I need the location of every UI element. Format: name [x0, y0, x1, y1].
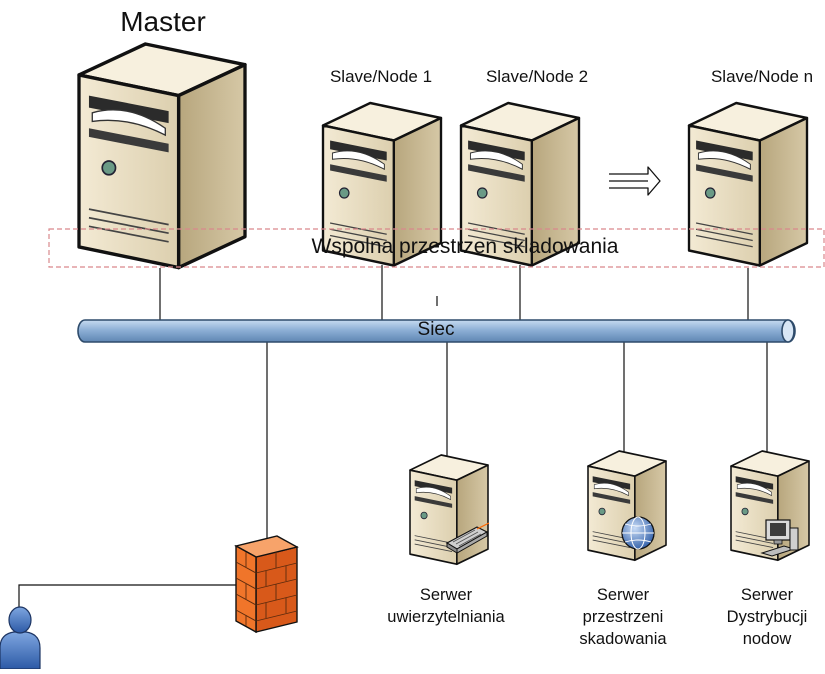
server-tower-icon: [687, 101, 809, 267]
storage-server-label-line2: przestrzeni: [582, 608, 664, 626]
keyboard-icon: [445, 522, 490, 554]
computer-icon: [760, 519, 799, 557]
dist-server-label: Serwer Dystrybucji nodow: [727, 584, 808, 650]
user-icon: [0, 606, 41, 670]
auth-server-label-line1: Serwer: [419, 586, 473, 604]
storage-server-label-line1: Serwer: [596, 586, 650, 604]
user-link: [18, 584, 236, 615]
auth-server-label-line2: uwierzytelniania: [387, 608, 505, 626]
storage-server-label-line3: skadowania: [579, 630, 667, 648]
master-label: Master: [120, 6, 206, 37]
storage-server-label: Serwer przestrzeni skadowania: [579, 584, 666, 650]
arrow-right-icon: [609, 166, 661, 196]
auth-server-label: Serwer uwierzytelniania: [387, 584, 504, 628]
noden-label: Slave/Node n: [710, 67, 814, 86]
server-tower-icon: [77, 42, 247, 270]
globe-icon: [621, 516, 655, 550]
dist-server-label-line1: Serwer: [740, 586, 794, 604]
shared-storage-label: Wspolna przestrzen skladowania: [311, 235, 619, 258]
dist-server-label-line3: nodow: [742, 630, 792, 648]
network-label: Siec: [417, 319, 455, 340]
node2-label: Slave/Node 2: [485, 67, 589, 86]
connection-lines: [18, 265, 768, 615]
dist-server-label-line2: Dystrybucji: [726, 608, 808, 626]
network-bus: [77, 319, 796, 343]
firewall-icon: [234, 535, 299, 634]
shared-storage-box: [48, 228, 825, 268]
node1-label: Slave/Node 1: [329, 67, 433, 86]
